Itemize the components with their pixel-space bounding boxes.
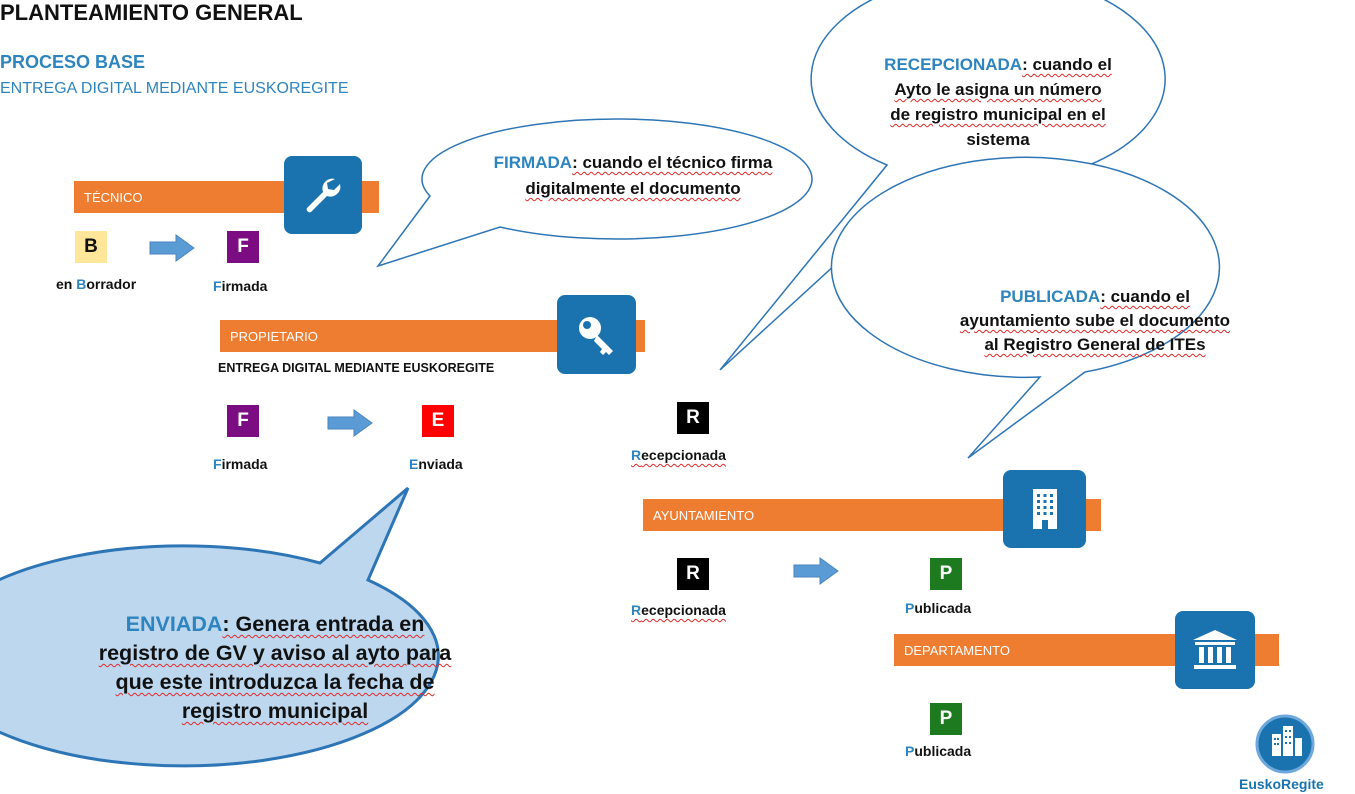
state-badge-borrador: B	[75, 231, 107, 263]
enviada-bubble-shape	[0, 486, 440, 768]
euskoregite-logo-text: EuskoRegite	[1239, 776, 1324, 792]
state-badge-firmada-tecnico: F	[227, 231, 259, 263]
state-badge-publicada-dept: P	[930, 703, 962, 735]
government-building-icon	[1175, 611, 1255, 689]
propietario-caption: ENTREGA DIGITAL MEDIANTE EUSKOREGITE	[218, 361, 495, 375]
recepcionada-bubble-text: RECEPCIONADA: cuando el Ayto le asigna u…	[884, 55, 1112, 149]
page-title: PLANTEAMIENTO GENERAL	[0, 0, 303, 25]
building-icon	[1003, 470, 1086, 548]
state-label-recepcionada-ayto: Recepcionada	[631, 602, 726, 618]
enviada-bubble-text: ENVIADA: Genera entrada en registro de G…	[98, 612, 452, 723]
firmada-bubble-shape	[376, 118, 813, 268]
state-label-publicada-dept: Publicada	[905, 743, 972, 759]
role-label-departamento: DEPARTAMENTO	[904, 642, 1010, 658]
section-caption: ENTREGA DIGITAL MEDIANTE EUSKOREGITE	[0, 80, 349, 97]
state-badge-recepcionada-ayto: R	[677, 558, 709, 590]
state-label-recepcionada-mid: Recepcionada	[631, 447, 726, 463]
wrench-icon	[284, 156, 362, 234]
state-badge-firmada-propietario: F	[227, 405, 259, 437]
arrow-right-icon	[793, 557, 839, 585]
state-label-borrador: en Borrador	[56, 276, 137, 292]
section-subtitle: PROCESO BASE	[0, 52, 146, 72]
state-label-firmada-propietario: Firmada	[213, 456, 268, 472]
role-label-ayuntamiento: AYUNTAMIENTO	[653, 507, 755, 523]
state-badge-recepcionada-mid: R	[677, 402, 709, 434]
arrow-right-icon	[327, 409, 373, 437]
publicada-bubble-text: PUBLICADA: cuando el ayuntamiento sube e…	[959, 287, 1231, 354]
state-label-firmada-tecnico: Firmada	[213, 278, 268, 294]
euskoregite-logo-icon	[1250, 712, 1320, 776]
state-badge-enviada: E	[422, 405, 454, 437]
key-icon	[557, 295, 636, 374]
firmada-bubble-text: FIRMADA: cuando el técnico firma digital…	[493, 153, 773, 198]
state-badge-publicada-ayto: P	[930, 558, 962, 590]
publicada-bubble-shape	[830, 156, 1221, 459]
role-label-propietario: PROPIETARIO	[230, 328, 318, 344]
state-label-publicada-ayto: Publicada	[905, 600, 972, 616]
arrow-right-icon	[149, 234, 195, 262]
role-label-tecnico: TÉCNICO	[84, 189, 143, 205]
state-label-enviada: Enviada	[409, 456, 463, 472]
